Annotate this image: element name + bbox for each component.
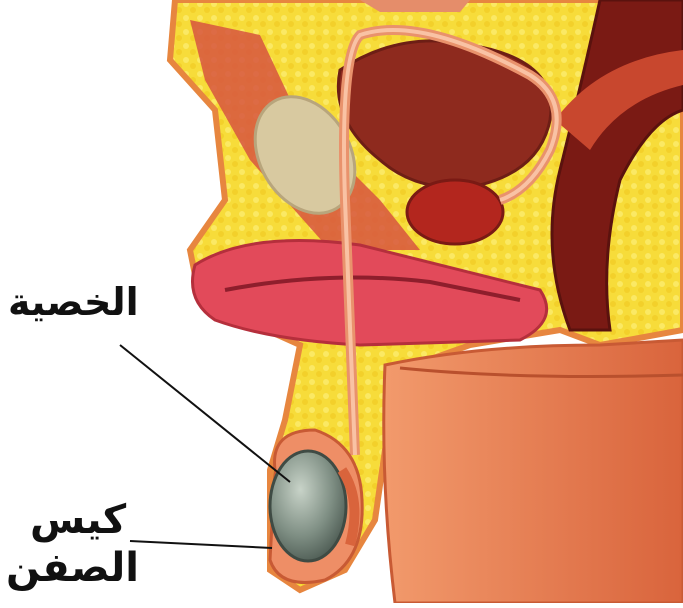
testis (270, 451, 346, 561)
scrotum-label-line2: الصفن (6, 548, 139, 588)
scrotum-leader-line (130, 541, 272, 548)
testis-label: الخصية (8, 283, 139, 321)
thigh (384, 340, 683, 603)
testis-leader-line (120, 345, 290, 482)
scrotum-label-line1: كيس (30, 500, 126, 540)
prostate-gland (407, 180, 503, 244)
